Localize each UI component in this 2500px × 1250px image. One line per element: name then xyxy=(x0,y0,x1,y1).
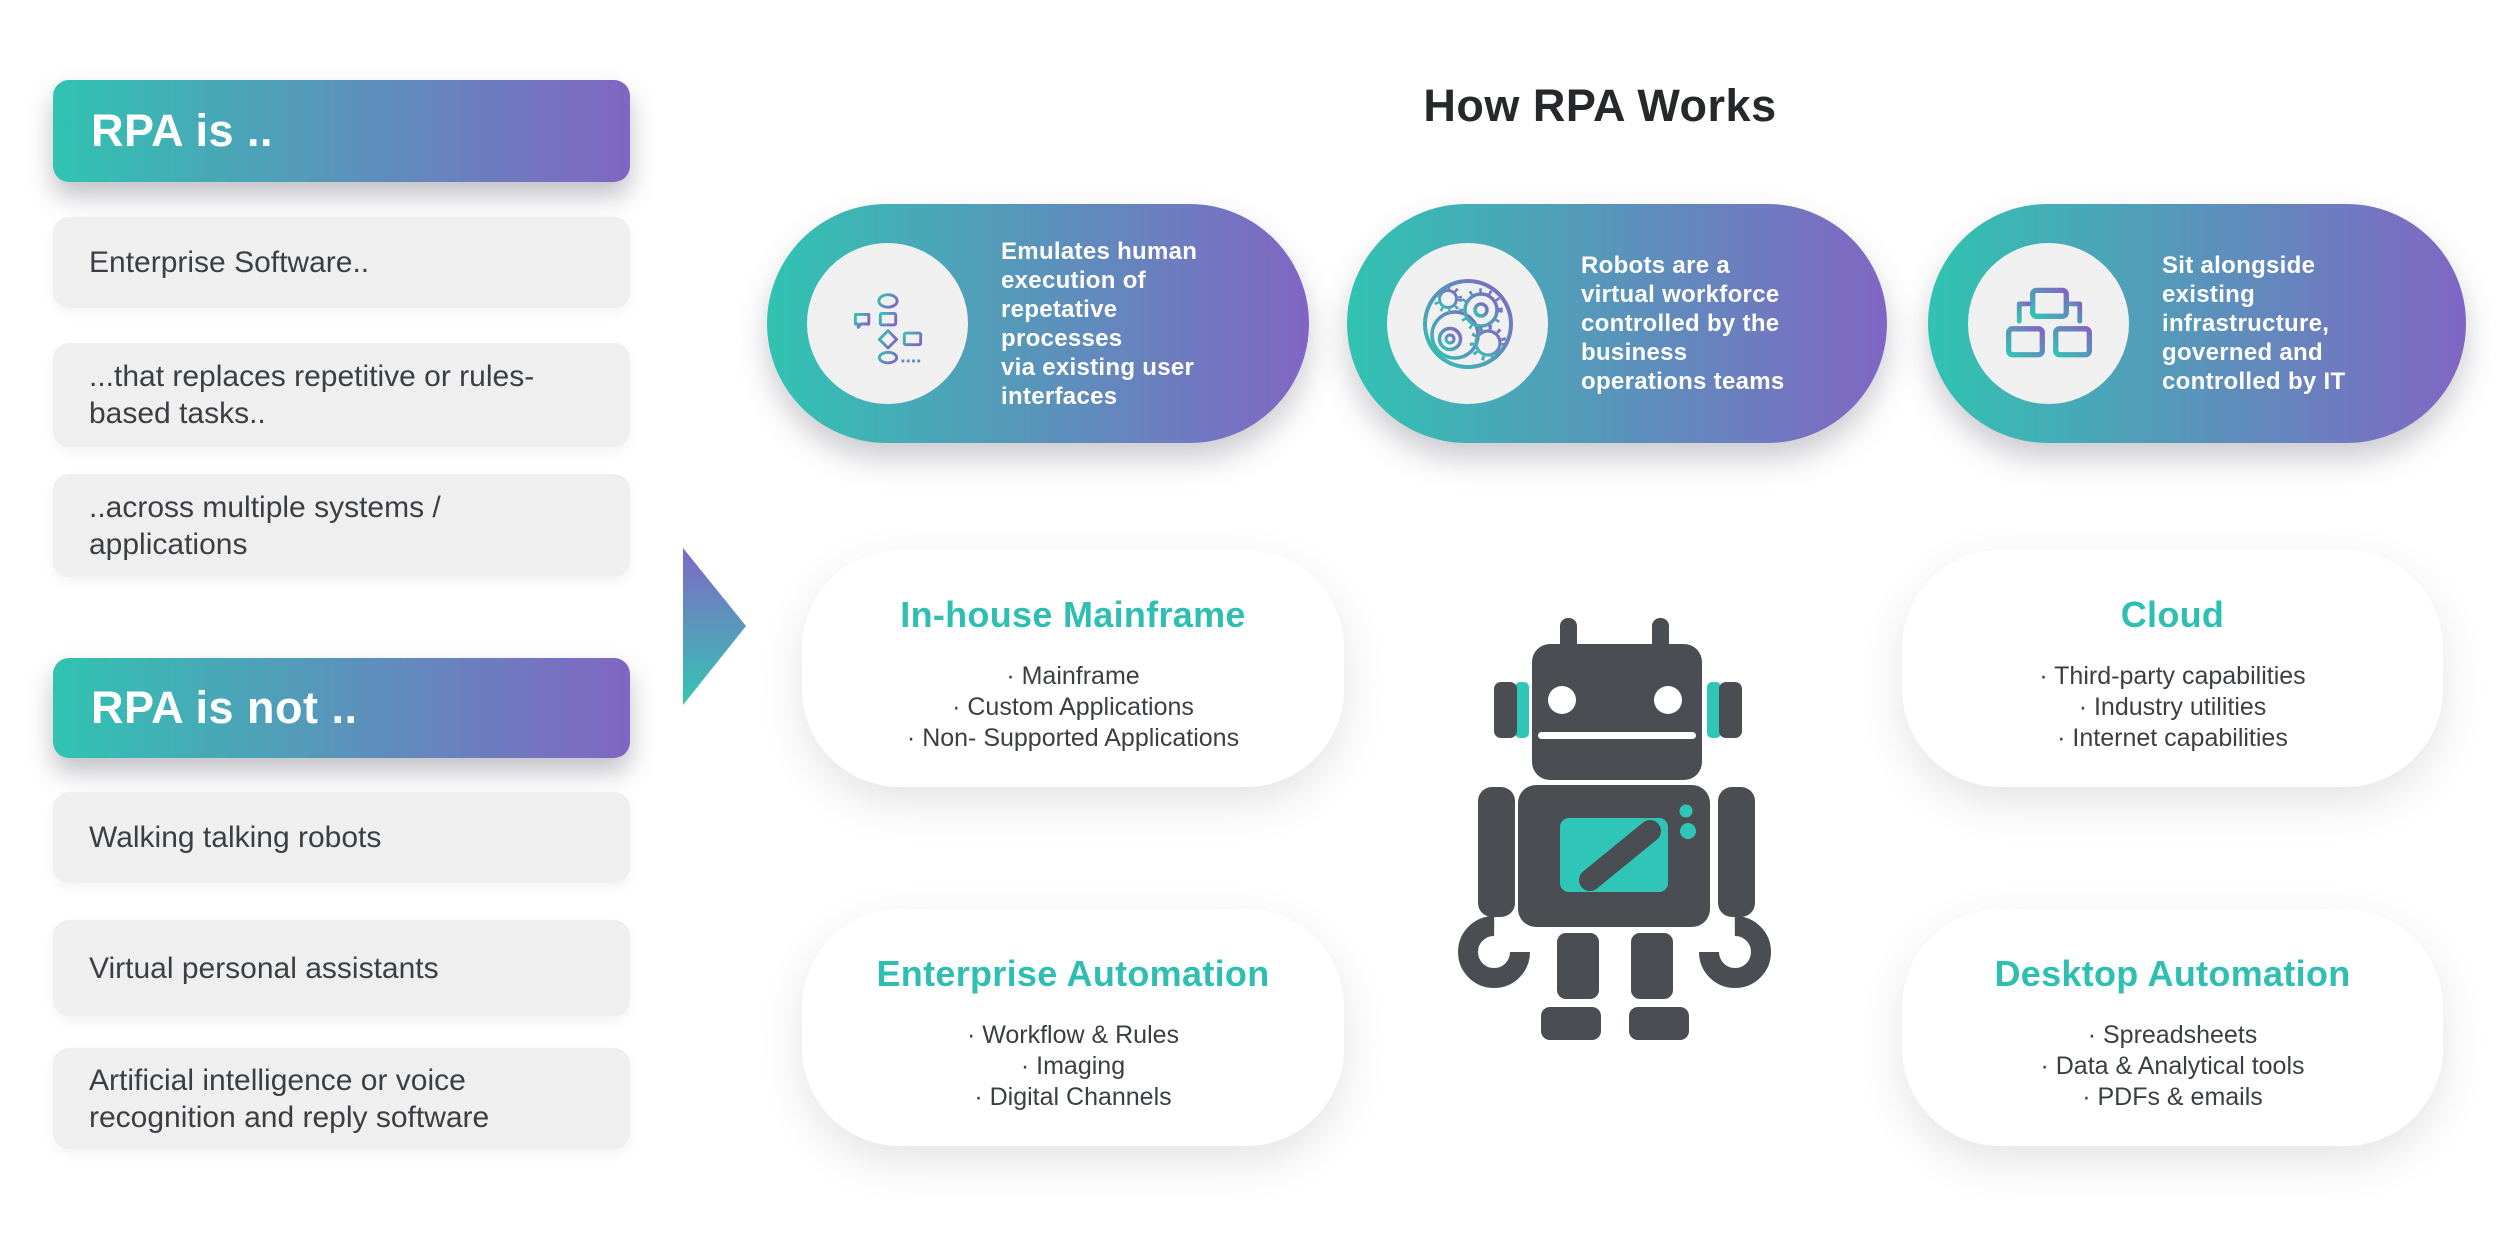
right-arrow-icon xyxy=(683,548,746,705)
card-title: In-house Mainframe xyxy=(900,594,1246,635)
card-item: · Industry utilities xyxy=(2078,693,2267,721)
card-item: · Custom Applications xyxy=(952,693,1194,721)
pill-icon-circle xyxy=(1387,243,1548,404)
pill-text: Emulates human execution of repetative p… xyxy=(1001,237,1198,410)
rpa-is-item-label: ...that replaces repetitive or rules-bas… xyxy=(89,360,535,430)
networked-computers-icon xyxy=(2005,287,2092,366)
pill-text: Robots are a virtual workforce controlle… xyxy=(1581,252,1785,395)
rpa-is-not-item-label: Artificial intelligence or voice recogni… xyxy=(89,1063,490,1134)
card-desktop-automation: Desktop Automation · Spreadsheets · Data… xyxy=(1902,909,2443,1146)
rpa-is-not-item: Virtual personal assistants xyxy=(53,920,630,1016)
rpa-is-not-item-label: Virtual personal assistants xyxy=(89,951,439,985)
pill-virtual-workforce: Robots are a virtual workforce controlle… xyxy=(1347,204,1887,443)
rpa-is-not-item: Artificial intelligence or voice recogni… xyxy=(53,1048,630,1149)
pill-alongside-infrastructure: Sit alongside existing infrastructure, g… xyxy=(1928,204,2466,443)
rpa-is-not-item-label: Walking talking robots xyxy=(89,821,382,854)
rpa-is-item-label: ..across multiple systems / applications xyxy=(89,490,441,561)
card-item: · Workflow & Rules xyxy=(966,1021,1180,1049)
card-item: · Mainframe xyxy=(1006,662,1140,690)
card-item: · Digital Channels xyxy=(974,1083,1172,1111)
card-item: · Internet capabilities xyxy=(2057,724,2288,752)
card-cloud: Cloud · Third-party capabilities · Indus… xyxy=(1902,550,2443,787)
card-item: · Third-party capabilities xyxy=(2039,662,2306,690)
rpa-is-item-label: Enterprise Software.. xyxy=(89,246,370,279)
rpa-is-item: ...that replaces repetitive or rules-bas… xyxy=(53,343,630,447)
card-title: Enterprise Automation xyxy=(876,953,1270,994)
pill-icon-circle xyxy=(807,243,968,404)
card-item: · Spreadsheets xyxy=(2087,1021,2258,1049)
rpa-is-item: ..across multiple systems / applications xyxy=(53,474,630,577)
rpa-is-not-item: Walking talking robots xyxy=(53,792,630,883)
card-item: · Imaging xyxy=(1020,1052,1126,1080)
robot-illustration xyxy=(1458,618,1771,1040)
rpa-is-not-header-label: RPA is not .. xyxy=(91,682,358,733)
card-title: Cloud xyxy=(2120,594,2225,635)
rpa-is-header: RPA is .. xyxy=(53,80,630,182)
pill-text: Sit alongside existing infrastructure, g… xyxy=(2162,252,2346,395)
pill-emulates-human: Emulates human execution of repetative p… xyxy=(767,204,1309,443)
card-item: · PDFs & emails xyxy=(2082,1083,2263,1111)
page-title: How RPA Works xyxy=(1423,80,1777,131)
card-item: · Non- Supported Applications xyxy=(906,724,1240,752)
card-title: Desktop Automation xyxy=(1994,953,2351,994)
rpa-is-item: Enterprise Software.. xyxy=(53,217,630,308)
gears-wheel-icon xyxy=(1422,278,1513,369)
rpa-is-not-header: RPA is not .. xyxy=(53,658,630,758)
card-item: · Data & Analytical tools xyxy=(2040,1052,2305,1080)
card-enterprise-automation: Enterprise Automation · Workflow & Rules… xyxy=(802,909,1344,1146)
pill-icon-circle xyxy=(1968,243,2129,404)
card-inhouse-mainframe: In-house Mainframe · Mainframe · Custom … xyxy=(802,550,1344,787)
flowchart-board-icon xyxy=(840,281,935,370)
rpa-is-header-label: RPA is .. xyxy=(91,105,274,156)
